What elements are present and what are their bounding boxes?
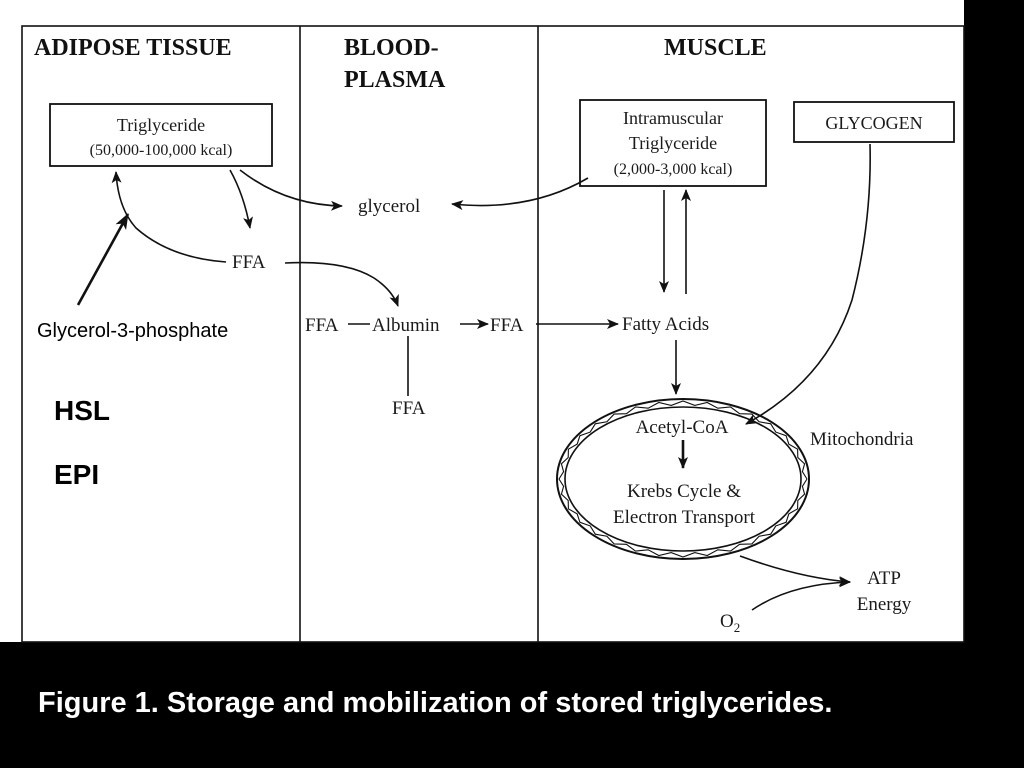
arrow-triglyceride-to-ffa xyxy=(229,169,253,229)
arrow-triglyceride-to-glycerol xyxy=(239,169,343,211)
ffa-adipose-label: FFA xyxy=(232,252,266,273)
albumin-label: Albumin xyxy=(372,315,440,336)
glycerol-3-phosphate-label: Glycerol-3-phosphate xyxy=(37,320,228,342)
mitochondrion-cristae xyxy=(558,400,808,558)
oxygen-label: O2 xyxy=(720,611,740,635)
diagram: ADIPOSE TISSUE BLOOD- PLASMA MUSCLE Trig… xyxy=(0,0,965,643)
intramuscular-label-line1: Intramuscular xyxy=(623,108,723,128)
ffa-plasma-right-label: FFA xyxy=(490,315,524,336)
arrow-glycerol-3-phosphate xyxy=(76,213,130,306)
glycogen-label: GLYCOGEN xyxy=(825,113,922,133)
acetyl-coa-label: Acetyl-CoA xyxy=(636,417,729,438)
triglyceride-label: Triglyceride xyxy=(117,115,205,135)
krebs-cycle-label: Krebs Cycle & xyxy=(627,481,741,502)
oxygen-symbol: O xyxy=(720,611,734,632)
triglyceride-box xyxy=(49,103,273,167)
arrow-intramuscular-to-glycerol xyxy=(451,177,589,211)
atp-label: ATP xyxy=(867,568,901,589)
fatty-acids-label: Fatty Acids xyxy=(622,314,709,335)
header-blood-plasma-line1: BLOOD- xyxy=(344,35,439,61)
triglyceride-kcal: (50,000-100,000 kcal) xyxy=(90,142,233,159)
arrow-glycogen-to-acetyl-coa xyxy=(745,143,871,425)
mitochondrion-inner-membrane xyxy=(564,406,802,552)
arrow-oxygen-to-atp xyxy=(751,577,851,611)
arrow-ffa-to-triglyceride xyxy=(111,171,227,263)
intramuscular-label-line2: Triglyceride xyxy=(629,133,717,153)
ffa-plasma-left-label: FFA xyxy=(305,315,339,336)
mitochondrion-outer-membrane xyxy=(556,398,810,560)
figure-frame xyxy=(21,25,965,643)
glycerol-label: glycerol xyxy=(358,196,420,217)
header-adipose-tissue: ADIPOSE TISSUE xyxy=(34,35,232,61)
intramuscular-triglyceride-box xyxy=(579,99,767,187)
header-blood-plasma-line2: PLASMA xyxy=(344,67,446,93)
epi-label: EPI xyxy=(54,459,99,490)
glycogen-box xyxy=(793,101,955,143)
intramuscular-kcal: (2,000-3,000 kcal) xyxy=(614,161,733,178)
mitochondria-label: Mitochondria xyxy=(810,429,914,450)
arrow-ffa-to-albumin xyxy=(284,261,399,307)
header-muscle: MUSCLE xyxy=(664,35,767,61)
energy-label: Energy xyxy=(857,594,912,615)
ffa-plasma-bottom-label: FFA xyxy=(392,398,426,419)
hsl-label: HSL xyxy=(54,395,110,426)
oxygen-subscript: 2 xyxy=(734,620,741,635)
electron-transport-label: Electron Transport xyxy=(613,507,756,528)
figure-caption: Figure 1. Storage and mobilization of st… xyxy=(38,687,833,719)
